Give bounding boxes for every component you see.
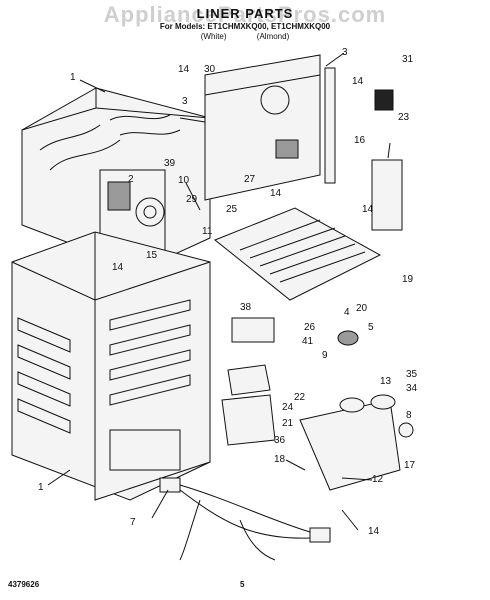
callout-26: 26 xyxy=(304,322,316,333)
callout-12: 12 xyxy=(372,474,384,485)
callout-3-left: 3 xyxy=(182,96,188,107)
callout-15: 15 xyxy=(146,250,158,261)
callout-27: 27 xyxy=(244,174,256,185)
callout-25: 25 xyxy=(226,204,238,215)
callout-19: 19 xyxy=(402,274,414,285)
callout-17: 17 xyxy=(404,460,416,471)
callout-13: 13 xyxy=(380,376,392,387)
callout-14-d: 14 xyxy=(362,204,374,215)
callout-30: 30 xyxy=(204,64,216,75)
fresh-food-liner xyxy=(11,231,211,501)
lower-components xyxy=(159,89,414,561)
rear-panel xyxy=(204,54,336,201)
watermark: AppliancePartsPros.com xyxy=(103,2,387,27)
callout-36: 36 xyxy=(274,435,286,446)
callout-16: 16 xyxy=(354,135,366,146)
callout-5: 5 xyxy=(368,322,374,333)
callout-14-c: 14 xyxy=(270,188,282,199)
callout-39: 39 xyxy=(164,158,176,169)
callout-8: 8 xyxy=(406,410,412,421)
freezer-liner xyxy=(21,87,211,271)
callout-23: 23 xyxy=(398,112,410,123)
callout-38: 38 xyxy=(240,302,252,313)
color-white: (White) xyxy=(200,32,227,41)
callout-14-a: 14 xyxy=(178,64,190,75)
callout-2: 2 xyxy=(128,174,134,185)
callout-31: 31 xyxy=(402,54,414,65)
callout-4: 4 xyxy=(344,307,350,318)
callout-14-f: 14 xyxy=(368,526,380,537)
callout-24: 24 xyxy=(282,402,294,413)
callout-35: 35 xyxy=(406,369,418,380)
page-number: 5 xyxy=(240,580,245,589)
callout-labels: 1 1 2 3 3 4 5 7 8 9 10 11 12 13 14 14 14… xyxy=(38,47,418,537)
callout-1-lower: 1 xyxy=(38,482,44,493)
document-number: 4379626 xyxy=(8,580,40,589)
color-almond: (Almond) xyxy=(256,32,290,41)
callout-41: 41 xyxy=(302,336,314,347)
callout-20: 20 xyxy=(356,303,368,314)
callout-1: 1 xyxy=(70,72,76,83)
callout-14-e: 14 xyxy=(112,262,124,273)
callout-10: 10 xyxy=(178,175,190,186)
color-labels: (White) (Almond) xyxy=(0,32,490,41)
callout-14-b: 14 xyxy=(352,76,364,87)
leader-lines xyxy=(47,52,391,531)
diagram-title: LINER PARTS xyxy=(196,6,294,21)
crisper-shelf xyxy=(214,207,382,301)
callout-34: 34 xyxy=(406,383,418,394)
callout-7: 7 xyxy=(130,517,136,528)
model-numbers: For Models: ET1CHMXKQ00, ET1CHMXKQ00 xyxy=(159,22,331,31)
callout-11: 11 xyxy=(202,226,213,237)
callout-22: 22 xyxy=(294,392,306,403)
callout-21: 21 xyxy=(282,418,294,429)
callout-3: 3 xyxy=(342,47,348,58)
callout-9: 9 xyxy=(322,350,328,361)
callout-29: 29 xyxy=(186,194,198,205)
callout-18: 18 xyxy=(274,454,286,465)
